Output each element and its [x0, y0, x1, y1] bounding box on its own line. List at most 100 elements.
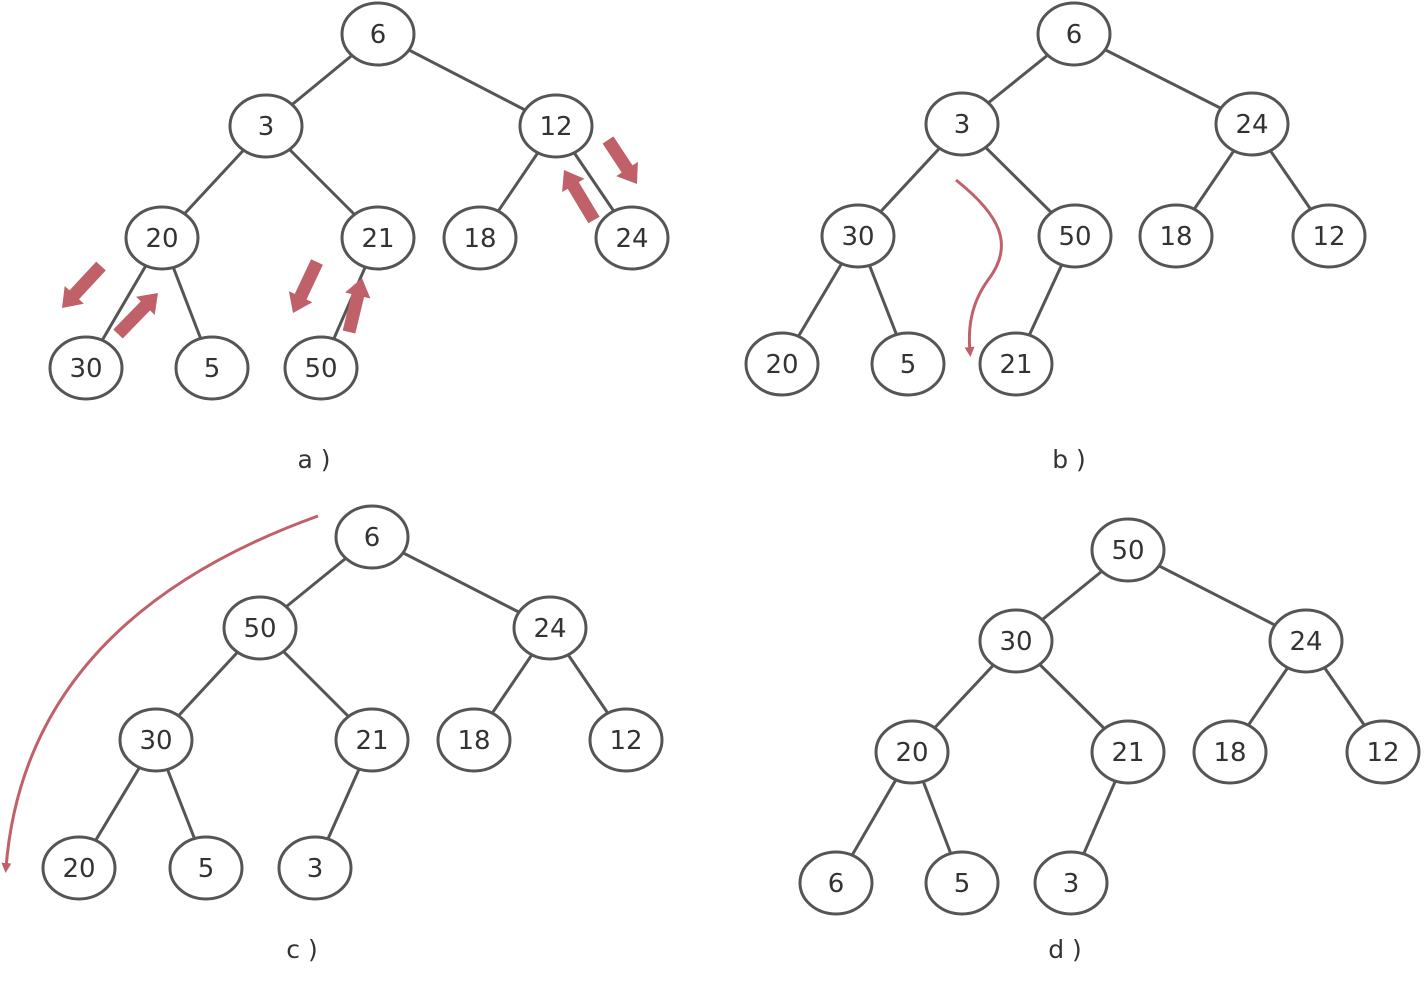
node-ellipse	[1138, 203, 1214, 269]
node-label: 50	[304, 354, 337, 384]
heap-node-c-50: 50	[222, 595, 298, 661]
node-label: 3	[954, 110, 971, 140]
node-ellipse	[174, 335, 250, 401]
node-ellipse	[442, 205, 518, 271]
node-label: 24	[1289, 627, 1322, 657]
node-ellipse	[820, 203, 896, 269]
node-ellipse	[744, 331, 820, 397]
heap-node-b-3: 3	[924, 91, 1000, 157]
caption-c: c )	[286, 935, 317, 964]
swap-arrow-down-12-24	[602, 136, 638, 184]
node-ellipse	[924, 850, 1000, 916]
node-ellipse	[1037, 203, 1113, 269]
heap-node-d-20: 20	[874, 719, 950, 785]
swap-arrow-up-50-21	[342, 278, 371, 334]
node-label: 24	[615, 224, 648, 254]
heap-node-d-6: 6	[798, 850, 874, 916]
heap-node-a-50: 50	[283, 335, 359, 401]
node-label: 18	[457, 726, 490, 756]
heap-node-b-30: 30	[820, 203, 896, 269]
node-label: 21	[1111, 738, 1144, 768]
node-ellipse	[340, 205, 416, 271]
node-label: 12	[1312, 222, 1345, 252]
node-ellipse	[1090, 517, 1166, 583]
node-label: 5	[204, 354, 221, 384]
node-ellipse	[978, 608, 1054, 674]
node-ellipse	[1033, 850, 1109, 916]
heap-node-c-30: 30	[118, 707, 194, 773]
edges-layer	[77, 32, 1385, 884]
node-ellipse	[1291, 203, 1367, 269]
node-ellipse	[924, 91, 1000, 157]
node-label: 30	[999, 627, 1032, 657]
sift-down-arrow-b	[955, 178, 1003, 357]
node-ellipse	[334, 504, 410, 570]
heap-node-c-5: 5	[168, 835, 244, 901]
node-ellipse	[168, 835, 244, 901]
node-ellipse	[222, 595, 298, 661]
node-label: 6	[1066, 20, 1083, 50]
heap-node-a-3: 3	[228, 93, 304, 159]
captions-layer: a ) b ) c ) d )	[286, 445, 1086, 964]
heap-node-b-5: 5	[870, 331, 946, 397]
heap-node-c-18: 18	[436, 707, 512, 773]
node-ellipse	[124, 205, 200, 271]
heap-node-a-5: 5	[174, 335, 250, 401]
node-label: 5	[954, 869, 971, 899]
node-label: 5	[900, 350, 917, 380]
node-label: 20	[895, 738, 928, 768]
node-label: 6	[828, 869, 845, 899]
node-ellipse	[228, 93, 304, 159]
node-label: 12	[539, 112, 572, 142]
arrows-layer	[1, 136, 1003, 873]
heap-node-a-18: 18	[442, 205, 518, 271]
node-ellipse	[870, 331, 946, 397]
node-ellipse	[798, 850, 874, 916]
heap-node-d-18: 18	[1192, 719, 1268, 785]
heap-node-b-21: 21	[978, 331, 1054, 397]
heap-node-d-5: 5	[924, 850, 1000, 916]
node-ellipse	[1090, 719, 1166, 785]
heap-node-b-18: 18	[1138, 203, 1214, 269]
node-label: 20	[145, 224, 178, 254]
swap-arrow-up-24-12	[562, 170, 600, 224]
node-label: 6	[370, 20, 387, 50]
node-ellipse	[512, 595, 588, 661]
node-label: 5	[198, 854, 215, 884]
node-ellipse	[48, 335, 124, 401]
node-label: 3	[1063, 869, 1080, 899]
heap-node-c-3: 3	[277, 835, 353, 901]
node-label: 50	[243, 614, 276, 644]
heap-node-d-3: 3	[1033, 850, 1109, 916]
swap-arrow-down-20-30	[62, 261, 106, 308]
node-ellipse	[1268, 608, 1344, 674]
node-label: 12	[1366, 738, 1399, 768]
node-label: 30	[841, 222, 874, 252]
heap-node-a-6: 6	[340, 1, 416, 67]
heap-node-d-50: 50	[1090, 517, 1166, 583]
node-ellipse	[283, 335, 359, 401]
node-ellipse	[594, 205, 670, 271]
node-label: 24	[1235, 110, 1268, 140]
node-label: 20	[62, 854, 95, 884]
heap-node-d-21: 21	[1090, 719, 1166, 785]
sift-down-arrow-c	[1, 514, 319, 873]
node-ellipse	[1345, 719, 1421, 785]
heap-node-b-20: 20	[744, 331, 820, 397]
node-label: 6	[364, 523, 381, 553]
caption-a: a )	[297, 445, 330, 474]
node-label: 20	[765, 350, 798, 380]
node-ellipse	[518, 93, 594, 159]
node-ellipse	[334, 707, 410, 773]
heap-node-c-20: 20	[41, 835, 117, 901]
heap-node-a-12: 12	[518, 93, 594, 159]
node-ellipse	[436, 707, 512, 773]
heap-node-c-24: 24	[512, 595, 588, 661]
node-label: 18	[1213, 738, 1246, 768]
swap-arrow-up-30-20	[113, 293, 158, 339]
node-label: 18	[463, 224, 496, 254]
node-label: 21	[999, 350, 1032, 380]
node-label: 21	[355, 726, 388, 756]
node-label: 18	[1159, 222, 1192, 252]
